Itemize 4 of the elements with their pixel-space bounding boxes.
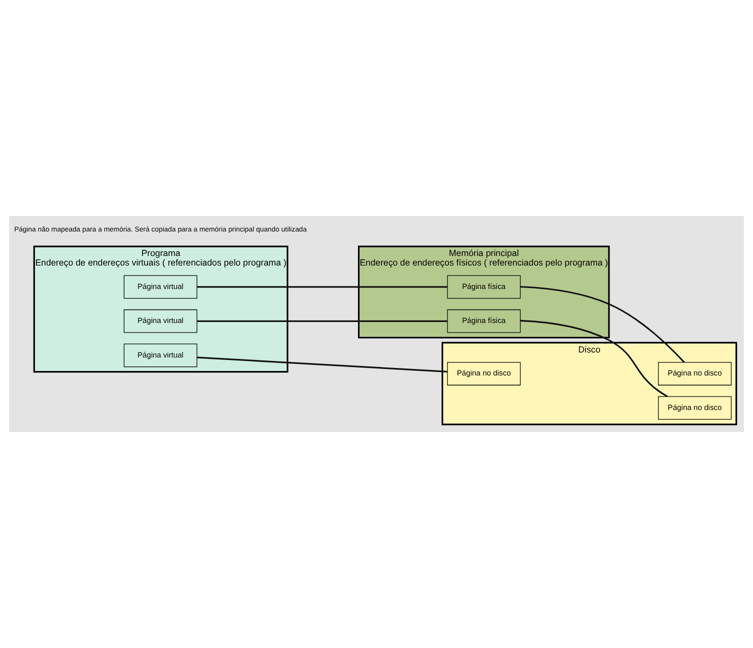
connector (520, 320, 668, 398)
connector (197, 286, 448, 288)
connector (197, 320, 448, 322)
connector (520, 286, 685, 363)
